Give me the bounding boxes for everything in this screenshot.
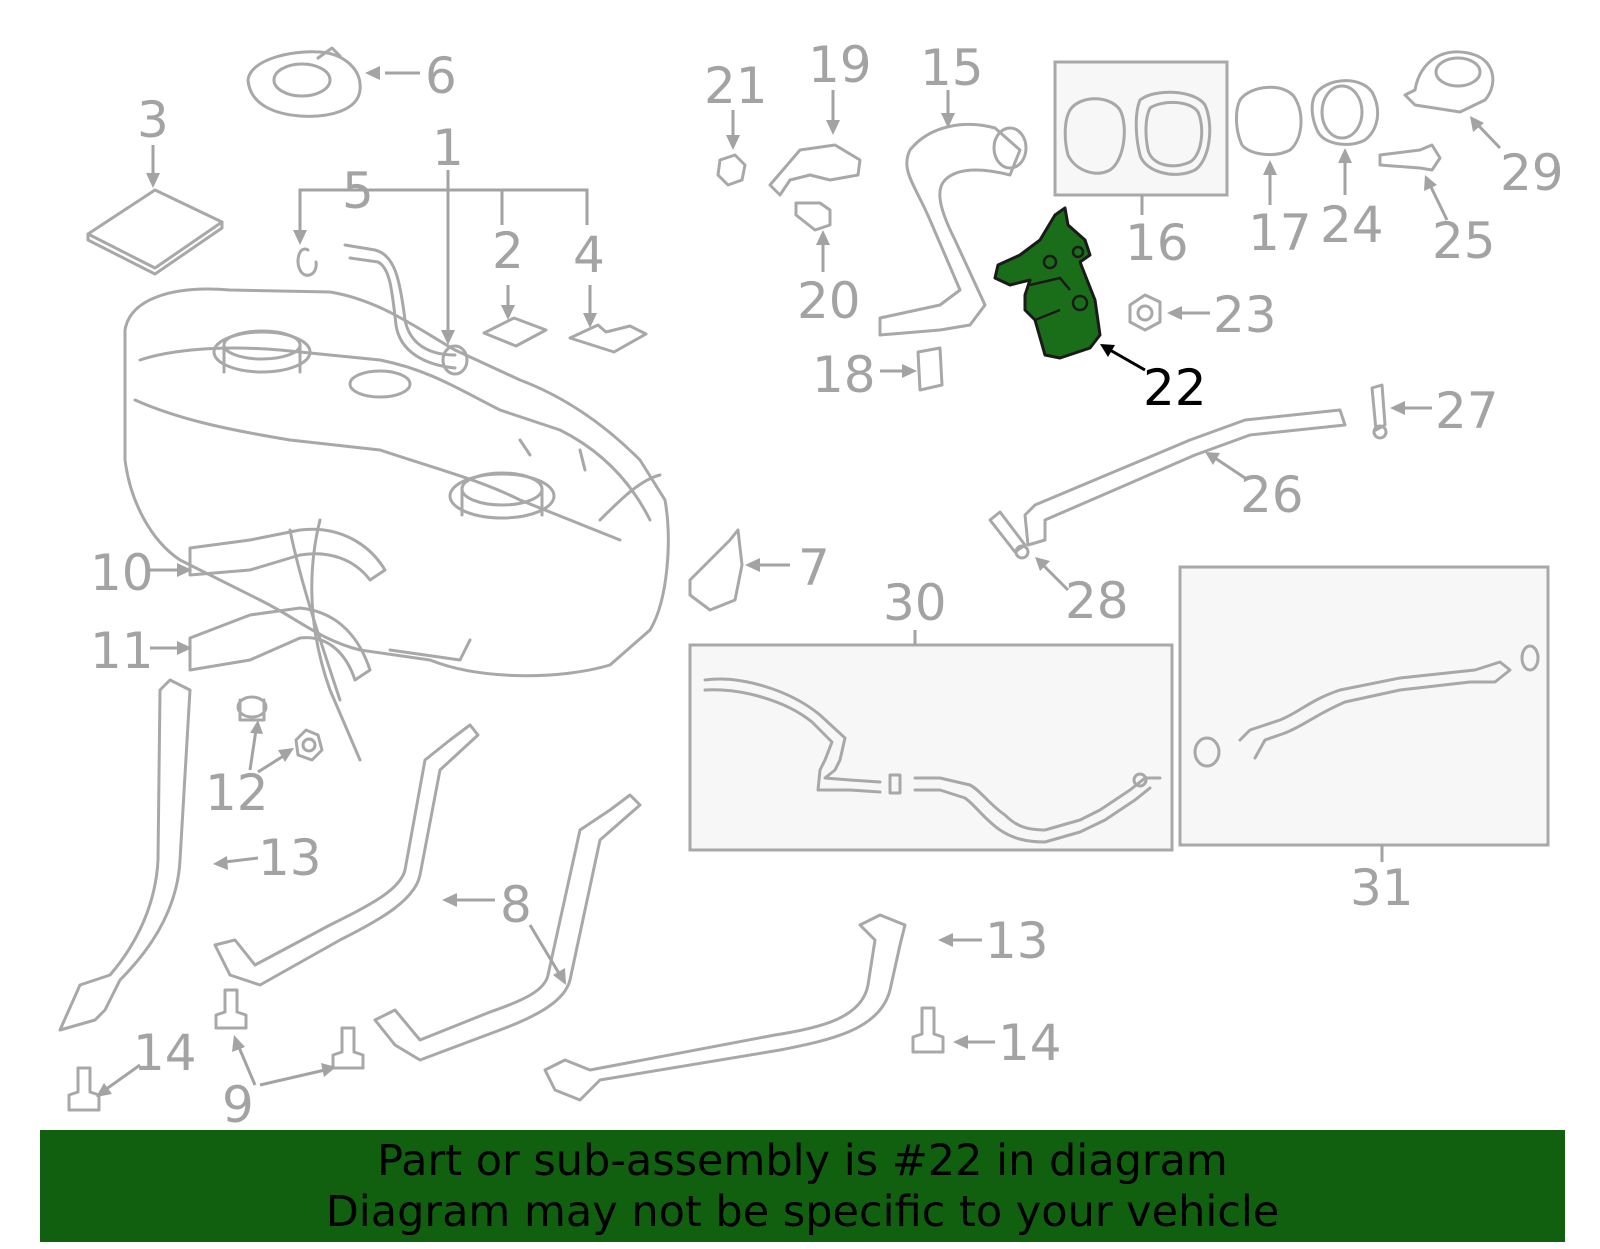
callout-5: 5 [342, 162, 374, 220]
part-23-nut [1128, 293, 1162, 332]
callout-23: 23 [1213, 286, 1277, 344]
callout-25: 25 [1432, 212, 1496, 270]
leader-lines [96, 66, 1502, 1097]
callout-31: 31 [1350, 859, 1414, 917]
part-4-pad [568, 323, 648, 354]
part-22-highlighted-bracket [993, 206, 1102, 360]
part-27-clamp [1370, 383, 1388, 440]
callout-6: 6 [425, 47, 457, 105]
footer-line-2: Diagram may not be specific to your vehi… [325, 1187, 1280, 1237]
callout-14-right: 14 [998, 1014, 1062, 1072]
part-25-bolt [1378, 143, 1442, 172]
callout-10: 10 [90, 544, 154, 602]
part-19-bracket [768, 143, 862, 197]
part-6-ring [246, 46, 362, 118]
part-20-bolt [794, 201, 832, 232]
callout-29: 29 [1500, 144, 1564, 202]
part-7-bracket [688, 528, 744, 612]
callout-28: 28 [1065, 572, 1129, 630]
part-3-pad [86, 188, 224, 270]
callout-24: 24 [1320, 196, 1384, 254]
part-12-grommets [236, 695, 324, 762]
callout-8: 8 [500, 876, 532, 934]
callout-14-left: 14 [133, 1024, 197, 1082]
callout-12: 12 [205, 764, 269, 822]
callout-4: 4 [573, 226, 605, 284]
part-15-filler-pipe [878, 122, 1022, 337]
callout-21: 21 [704, 57, 768, 115]
callout-2: 2 [492, 222, 524, 280]
footer-banner: Part or sub-assembly is #22 in diagram D… [40, 1130, 1565, 1242]
callout-30: 30 [883, 574, 947, 632]
callout-9: 9 [222, 1076, 254, 1134]
strap-8 [213, 723, 642, 1062]
strap-left [58, 678, 192, 1032]
callout-18: 18 [812, 346, 876, 404]
part-17-gasket [1235, 85, 1303, 157]
part-28-clamp [988, 510, 1030, 560]
callout-11: 11 [90, 622, 154, 680]
strap-10 [188, 527, 387, 582]
callout-22: 22 [1143, 359, 1207, 417]
callout-13-right: 13 [985, 912, 1049, 970]
part-21-nut [716, 153, 747, 187]
vent-hose [296, 243, 469, 376]
part-26-hose [1023, 408, 1347, 547]
callout-7: 7 [798, 539, 830, 597]
strap-13-right [543, 913, 907, 1102]
footer-line-1: Part or sub-assembly is #22 in diagram [377, 1136, 1228, 1186]
bolts-9-14 [67, 988, 945, 1112]
callout-20: 20 [797, 272, 861, 330]
callout-labels: 1 2 3 4 5 6 7 8 9 10 11 12 13 13 14 14 1… [90, 36, 1564, 1134]
fuel-tank [123, 287, 670, 762]
part-30-pipe-box [688, 643, 1174, 852]
callout-26: 26 [1240, 466, 1304, 524]
part-16-gasket-box [1053, 60, 1229, 197]
strap-11 [188, 606, 372, 682]
part-18-clip [916, 346, 944, 392]
part-29-cap [1403, 50, 1495, 114]
callout-16: 16 [1125, 214, 1189, 272]
callout-13-left: 13 [258, 829, 322, 887]
callout-3: 3 [137, 91, 169, 149]
part-24-seal [1310, 79, 1380, 146]
callout-17: 17 [1248, 204, 1312, 262]
part-31-pipe-box [1178, 565, 1550, 847]
callout-19: 19 [808, 36, 872, 94]
callout-1: 1 [432, 119, 464, 177]
callout-15: 15 [920, 39, 984, 97]
part-2-pad [482, 316, 548, 348]
callout-27: 27 [1435, 382, 1499, 440]
